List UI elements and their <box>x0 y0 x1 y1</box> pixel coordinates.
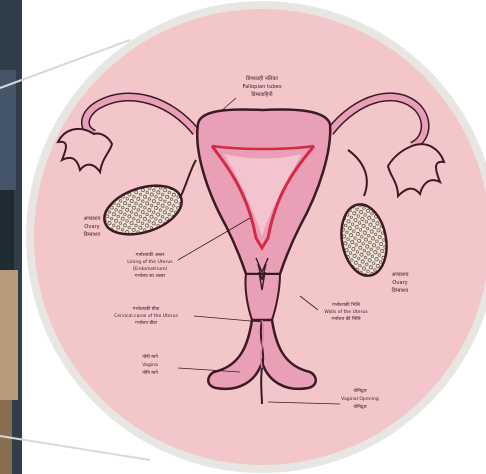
label-lining-line2: Lining of the Uterus <box>127 259 173 265</box>
label-lining-line3: (Endometrium) <box>133 266 168 272</box>
label-ovary-right-line1: अण्डाशय <box>391 272 409 278</box>
label-walls-line1: गर्भाशयकी भित्ति <box>332 301 361 308</box>
label-ovary-right-line3: डिम्बाशय <box>392 287 410 294</box>
label-vaginal-opening-line3: योनिद्वार <box>353 403 366 410</box>
label-cervical-line2: Cervical canal of the Uterus <box>114 313 178 319</box>
label-vagina: योनी मार्ग Vagina योनि मार्ग <box>142 353 159 376</box>
label-walls-line2: Walls of the Uterus <box>324 309 368 315</box>
label-vagina-line3: योनि मार्ग <box>142 369 159 376</box>
label-cervical-line3: गर्भाशय ग्रीवा <box>135 319 158 326</box>
label-ovary-right: अण्डाशय Ovary डिम्बाशय <box>391 272 409 294</box>
label-lining-line4: गर्भाशय का अस्तर <box>135 272 165 279</box>
label-ovary-left: अण्डाशय Ovary डिम्बाशय <box>83 216 101 238</box>
label-vaginal-opening-line1: योनिद्वार <box>353 387 366 394</box>
label-ovary-left-line3: डिम्बाशय <box>84 231 102 238</box>
label-fallopian-line1: डिम्बवाही नलिका <box>246 75 278 82</box>
label-vagina-line1: योनी मार्ग <box>142 353 159 360</box>
background-photo-strip <box>0 0 22 474</box>
label-cervical-line1: गर्भाशयकी ग्रीवा <box>133 305 160 312</box>
label-walls-line3: गर्भाशय की भित्ति <box>331 315 361 322</box>
label-fallopian-line2: Fallopian tubes <box>242 84 281 90</box>
label-vaginal-opening-line2: Vaginal Opening <box>341 396 379 402</box>
label-ovary-left-line2: Ovary <box>84 224 100 230</box>
label-lining-line1: गर्भाशयकी अस्तर <box>136 251 165 258</box>
label-ovary-right-line2: Ovary <box>392 280 408 286</box>
label-ovary-left-line1: अण्डाशय <box>83 216 101 222</box>
label-vagina-line2: Vagina <box>142 362 158 368</box>
label-fallopian-line3: डिम्बवाहिनी <box>251 91 273 98</box>
callout-line-bottom <box>0 436 150 460</box>
